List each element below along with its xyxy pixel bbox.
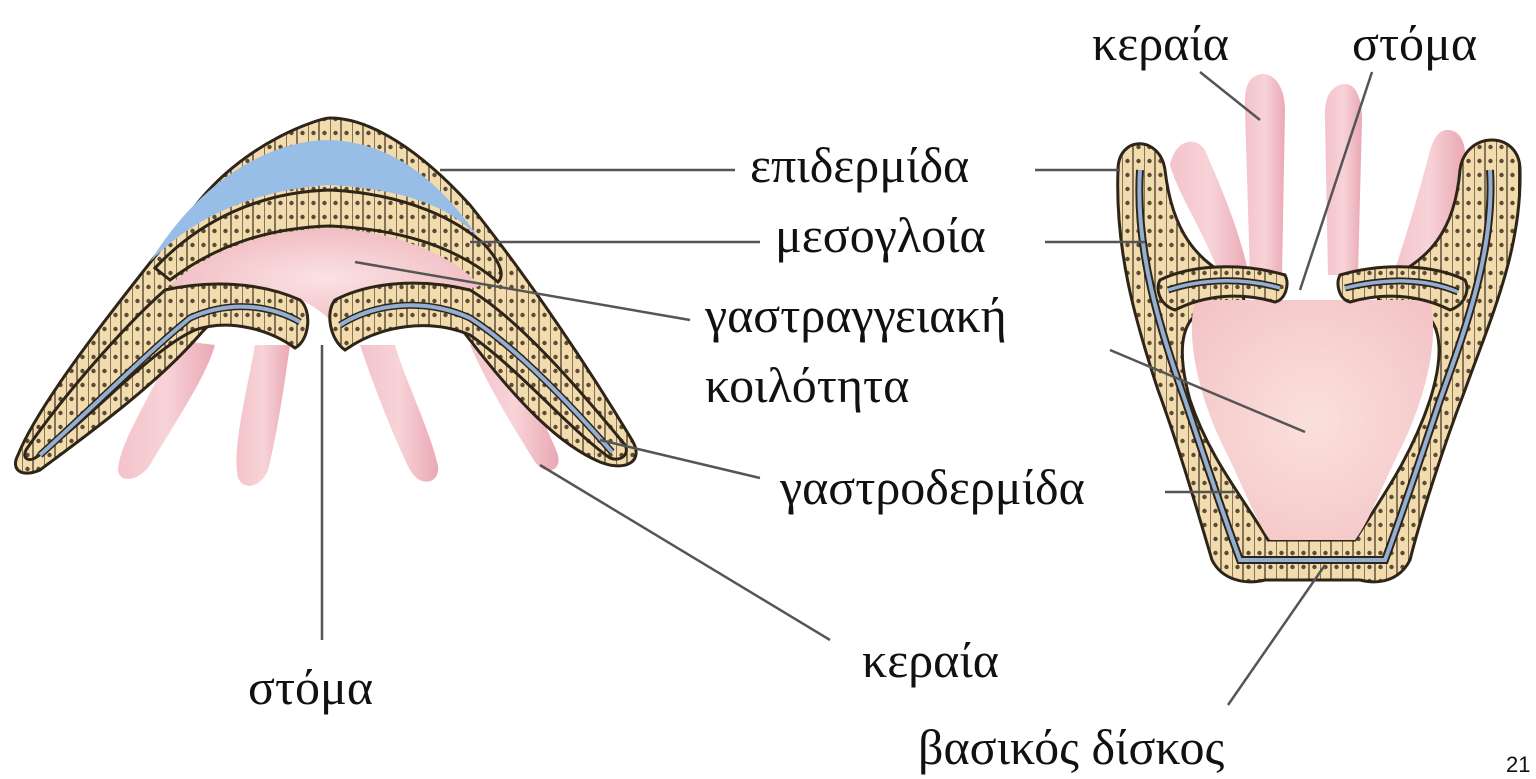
label-tentacle-bottom: κεραία bbox=[862, 635, 999, 685]
label-mouth-left: στόμα bbox=[248, 662, 373, 712]
label-gastrovascular-cavity-line1: γαστραγγειακή bbox=[705, 290, 1007, 340]
label-epidermis: επιδερμίδα bbox=[750, 140, 969, 190]
polyp-illustration bbox=[1118, 74, 1520, 582]
page-number: 21 bbox=[1506, 754, 1530, 776]
label-gastrodermis: γαστροδερμίδα bbox=[780, 462, 1085, 512]
label-mesoglea: μεσογλοία bbox=[775, 210, 986, 260]
label-mouth-top: στόμα bbox=[1352, 18, 1477, 68]
label-gastrovascular-cavity-line2: κοιλότητα bbox=[705, 360, 909, 410]
label-basal-disc: βασικός δίσκος bbox=[918, 722, 1224, 772]
label-tentacle-top: κεραία bbox=[1092, 18, 1229, 68]
